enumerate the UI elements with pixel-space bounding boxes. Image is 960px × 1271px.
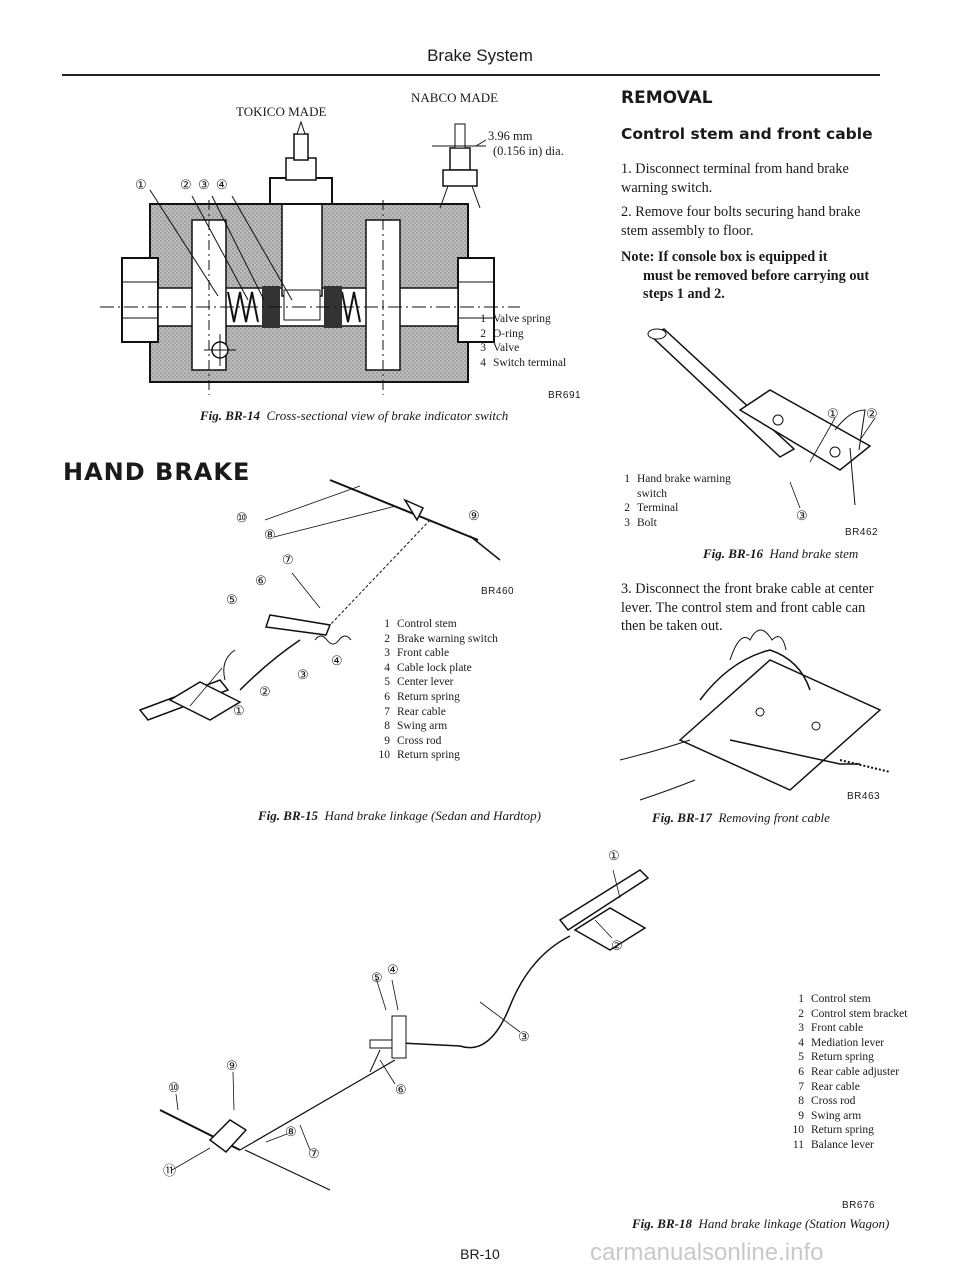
fig18-caption: Fig. BR-18 Hand brake linkage (Station W…: [632, 1216, 890, 1231]
removal-steps: 1. Disconnect terminal from hand brake w…: [621, 160, 883, 246]
removing-front-cable-diagram: [619, 629, 891, 801]
callout-10: ⑩: [236, 510, 248, 525]
page-number: BR-10: [460, 1246, 500, 1262]
callout-9: ⑨: [226, 1058, 238, 1073]
tokico-label: TOKICO MADE: [236, 104, 327, 119]
callout-3: ③: [518, 1029, 530, 1044]
callout-2: ②: [259, 684, 271, 699]
fig18-code: BR676: [842, 1200, 876, 1211]
callout-4: ④: [216, 177, 228, 192]
callout-3: ③: [198, 177, 210, 192]
callout-2: ②: [611, 938, 623, 953]
legend-item: switch: [637, 487, 668, 500]
callout-11: ⑪: [163, 1163, 177, 1178]
dimension-line2: (0.156 in) dia.: [493, 144, 564, 158]
hand-brake-stem-diagram: [647, 328, 876, 509]
callout-3: ③: [796, 508, 808, 523]
callout-4: ④: [387, 962, 399, 977]
header-rule: [62, 74, 880, 76]
callout-2: ②: [866, 406, 878, 421]
removal-step-1: 1. Disconnect terminal from hand brake w…: [621, 161, 849, 196]
removal-step-3: 3. Disconnect the front brake cable at c…: [621, 581, 874, 634]
callout-6: ⑥: [395, 1082, 407, 1097]
callout-1: ①: [233, 703, 245, 718]
nabco-label: NABCO MADE: [411, 90, 499, 105]
watermark: carmanualsonline.info: [590, 1239, 824, 1266]
callout-2: ②: [180, 177, 192, 192]
removal-note: Note: If console box is equipped it must…: [621, 249, 870, 302]
fig14-code: BR691: [548, 390, 582, 401]
callout-10: ⑩: [168, 1080, 180, 1095]
removal-heading: REMOVAL: [621, 88, 713, 108]
fig15-caption: Fig. BR-15 Hand brake linkage (Sedan and…: [258, 808, 541, 823]
callout-7: ⑦: [308, 1146, 320, 1161]
callout-4: ④: [331, 653, 343, 668]
callout-7: ⑦: [282, 552, 294, 567]
fig15-code: BR460: [481, 586, 515, 597]
callout-3: ③: [297, 667, 309, 682]
fig17-code: BR463: [847, 791, 881, 802]
callout-8: ⑧: [264, 527, 276, 542]
hand-brake-linkage-wagon-diagram: [159, 869, 650, 1191]
callout-6: ⑥: [255, 573, 267, 588]
switch-cross-section-diagram: [100, 120, 520, 395]
callout-9: ⑨: [468, 508, 480, 523]
callout-8: ⑧: [285, 1124, 297, 1139]
removal-step-2: 2. Remove four bolts securing hand brake…: [621, 204, 861, 239]
dimension-line1: 3.96 mm: [488, 129, 533, 143]
hand-brake-linkage-sedan-diagram: [138, 479, 501, 721]
hand-brake-heading: HAND BRAKE: [63, 458, 251, 486]
fig17-caption: Fig. BR-17 Removing front cable: [652, 810, 830, 825]
fig14-caption: Fig. BR-14 Cross-sectional view of brake…: [200, 408, 509, 423]
callout-5: ⑤: [226, 592, 238, 607]
callout-1: ①: [135, 177, 147, 192]
callout-1: ①: [827, 406, 839, 421]
fig16-code: BR462: [845, 527, 879, 538]
callout-1: ①: [608, 848, 620, 863]
page-header-title: Brake System: [427, 46, 533, 65]
fig16-caption: Fig. BR-16 Hand brake stem: [703, 546, 859, 561]
removal-subheading: Control stem and front cable: [621, 125, 873, 143]
callout-5: ⑤: [371, 970, 383, 985]
